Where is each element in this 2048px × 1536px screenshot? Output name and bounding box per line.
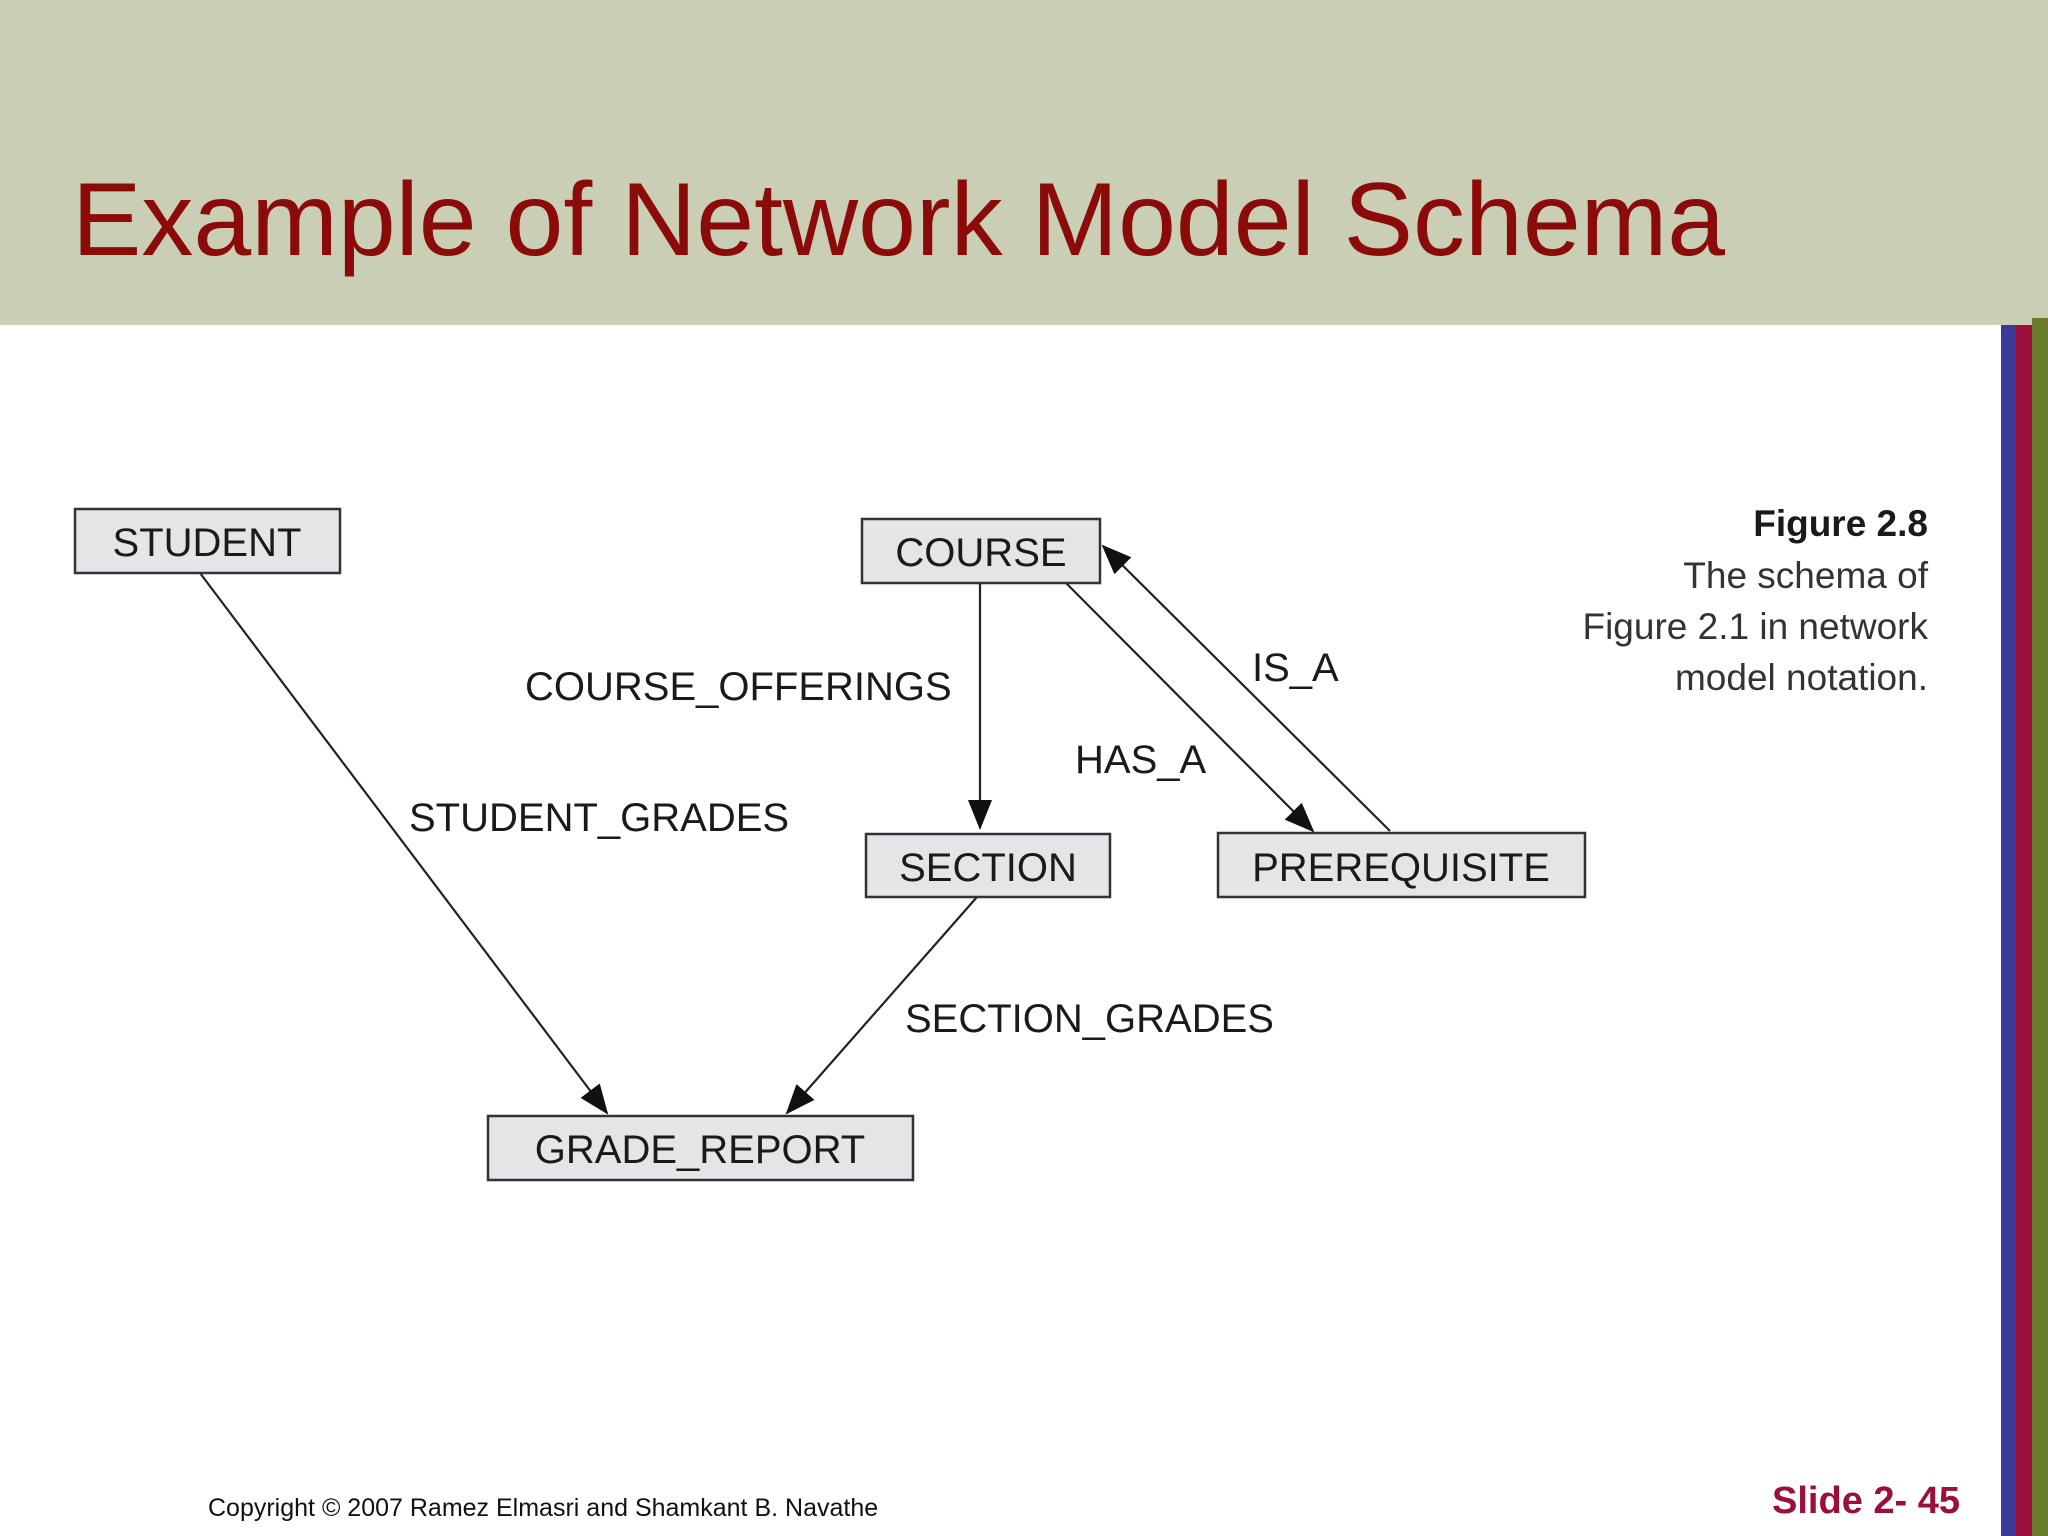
node-student-label: STUDENT: [113, 521, 302, 565]
node-grade-report: GRADE_REPORT: [486, 1114, 915, 1182]
slide-number: Slide 2- 45: [1772, 1480, 1960, 1522]
figure-caption: Figure 2.8 The schema of Figure 2.1 in n…: [1408, 498, 1928, 703]
caption-line-3: model notation.: [1674, 657, 1928, 698]
node-prerequisite: PREREQUISITE: [1216, 831, 1587, 899]
slide-header: [0, 0, 2048, 325]
copyright-text: Copyright © 2007 Ramez Elmasri and Shamk…: [208, 1494, 879, 1522]
slide-title: Example of Network Model Schema: [72, 162, 1726, 278]
side-stripe-red: [2016, 325, 2032, 1536]
side-stripe-olive: [2032, 325, 2048, 1536]
node-course: COURSE: [860, 517, 1102, 585]
node-course-label: COURSE: [895, 531, 1066, 575]
edge-label-has-a: HAS_A: [1075, 738, 1206, 782]
edge-section-grades: [785, 896, 978, 1115]
edge-has-a: [1065, 582, 1315, 833]
node-section: SECTION: [864, 832, 1112, 899]
figure-label: Figure 2.8: [1753, 503, 1928, 544]
edge-label-section-grades: SECTION_GRADES: [905, 997, 1274, 1041]
side-stripe-blue: [2001, 325, 2016, 1536]
node-student: STUDENT: [73, 507, 342, 575]
node-grade-report-label: GRADE_REPORT: [535, 1128, 865, 1172]
edge-label-course-offerings: COURSE_OFFERINGS: [525, 665, 952, 709]
side-stripe-olive-cap: [2032, 318, 2048, 328]
edge-label-is-a: IS_A: [1252, 646, 1339, 690]
caption-line-2: Figure 2.1 in network: [1582, 606, 1928, 647]
node-section-label: SECTION: [899, 846, 1077, 890]
caption-line-1: The schema of: [1683, 555, 1928, 596]
node-prerequisite-label: PREREQUISITE: [1252, 846, 1550, 890]
edge-is-a: [1101, 544, 1391, 832]
edge-label-student-grades: STUDENT_GRADES: [409, 796, 789, 840]
edge-student-grades: [199, 572, 609, 1115]
